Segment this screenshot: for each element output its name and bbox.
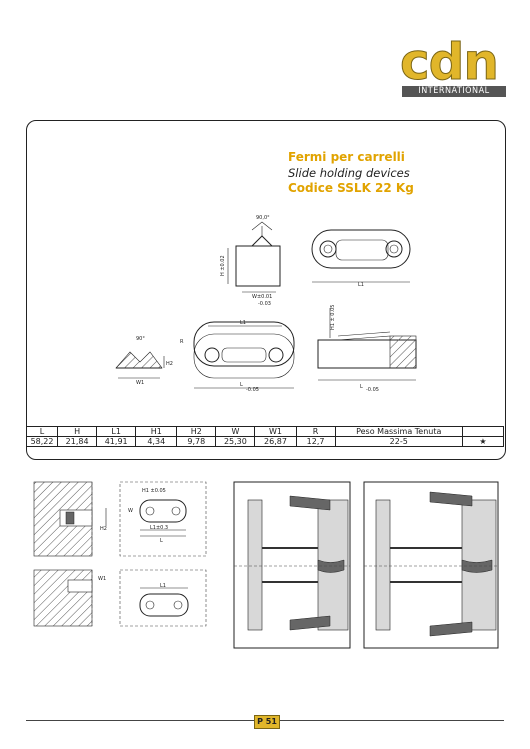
- header-cell: H: [57, 426, 98, 437]
- installation-drawing-1: H2: [33, 481, 107, 557]
- table-header-row: L H L1 H1 H2 W W1 R Peso Massima Tenuta: [25, 426, 505, 437]
- cell-peso: 22-5: [334, 436, 463, 447]
- h2-label: H2: [166, 361, 173, 367]
- title-italian: Fermi per carrelli: [288, 150, 405, 164]
- header-cell: W1: [254, 426, 297, 437]
- side-section-drawing: H1 ± 0.05 L -0.05: [317, 305, 417, 393]
- l-right-tol: -0.05: [366, 387, 379, 393]
- mold-section-2: [363, 481, 499, 649]
- cell-h: 21,84: [57, 436, 98, 447]
- cell-h2: 9,78: [176, 436, 217, 447]
- install-h2-label: H2: [100, 526, 107, 532]
- installation-drawing-4: L1: [119, 569, 207, 627]
- cell-star: ★: [461, 436, 505, 447]
- install-h1-label: H1 ±0.05: [142, 488, 166, 494]
- header-cell: L1: [96, 426, 137, 437]
- mold-section-1: [233, 481, 351, 649]
- product-code: Codice SSLK 22 Kg: [288, 181, 414, 195]
- header-cell: W: [215, 426, 256, 437]
- w1-label: W1: [136, 380, 144, 386]
- plate-iso-drawing: R L1 L -0.05: [180, 320, 295, 393]
- front-view-drawing: 90,0° H ±0.02 W±0.01 -0.03: [220, 215, 281, 307]
- w-tol-label: -0.03: [258, 301, 271, 307]
- install-l-label: L: [160, 538, 163, 544]
- angle-view-drawing: 90° W1 H2: [115, 336, 173, 386]
- specs-table: L H L1 H1 H2 W W1 R Peso Massima Tenuta …: [25, 426, 505, 447]
- header-cell: L: [25, 426, 59, 437]
- logo-brand: cdn: [399, 33, 499, 92]
- h1-dim-label: H1 ± 0.05: [330, 305, 336, 330]
- page-number: P 51: [254, 715, 280, 729]
- cdn-logo: cdn INTERNATIONAL: [399, 33, 510, 100]
- installation-drawing-3: W1: [33, 569, 106, 627]
- install-w1-label: W1: [98, 576, 106, 582]
- angle-side-label: 90°: [136, 336, 145, 342]
- install-w-label: W: [128, 508, 133, 514]
- l-right-label: L: [360, 384, 363, 390]
- h-dim-label: H ±0.02: [220, 255, 226, 276]
- r-label: R: [180, 339, 184, 345]
- cell-h1: 4,34: [135, 436, 178, 447]
- angle-top-label: 90,0°: [256, 215, 270, 221]
- cell-l: 58,22: [25, 436, 59, 447]
- header-cell: [461, 426, 505, 437]
- header-cell: H1: [135, 426, 178, 437]
- l1-mid-label: L1: [240, 320, 246, 326]
- title-english: Slide holding devices: [288, 166, 410, 180]
- l1-top-label: L1: [358, 282, 364, 288]
- cell-l1: 41,91: [96, 436, 137, 447]
- header-cell: Peso Massima Tenuta: [334, 426, 463, 437]
- logo-subtitle: INTERNATIONAL: [402, 86, 506, 97]
- w-dim-label: W±0.01: [252, 294, 272, 300]
- cell-w: 25,30: [215, 436, 256, 447]
- install-l1-tol-label: L1±0.3: [150, 525, 168, 531]
- l-mid-label: L: [240, 382, 243, 388]
- product-panel: [26, 120, 506, 460]
- top-view-drawing: L1: [311, 229, 411, 288]
- cell-w1: 26,87: [254, 436, 297, 447]
- header-cell: R: [295, 426, 336, 437]
- l-mid-tol: -0.05: [246, 387, 259, 393]
- cell-r: 12,7: [295, 436, 336, 447]
- header-cell: H2: [176, 426, 217, 437]
- table-row: 58,22 21,84 41,91 4,34 9,78 25,30 26,87 …: [25, 436, 505, 447]
- install-l1-label: L1: [160, 583, 166, 589]
- installation-drawing-2: H1 ±0.05 L1±0.3 L W: [119, 481, 207, 557]
